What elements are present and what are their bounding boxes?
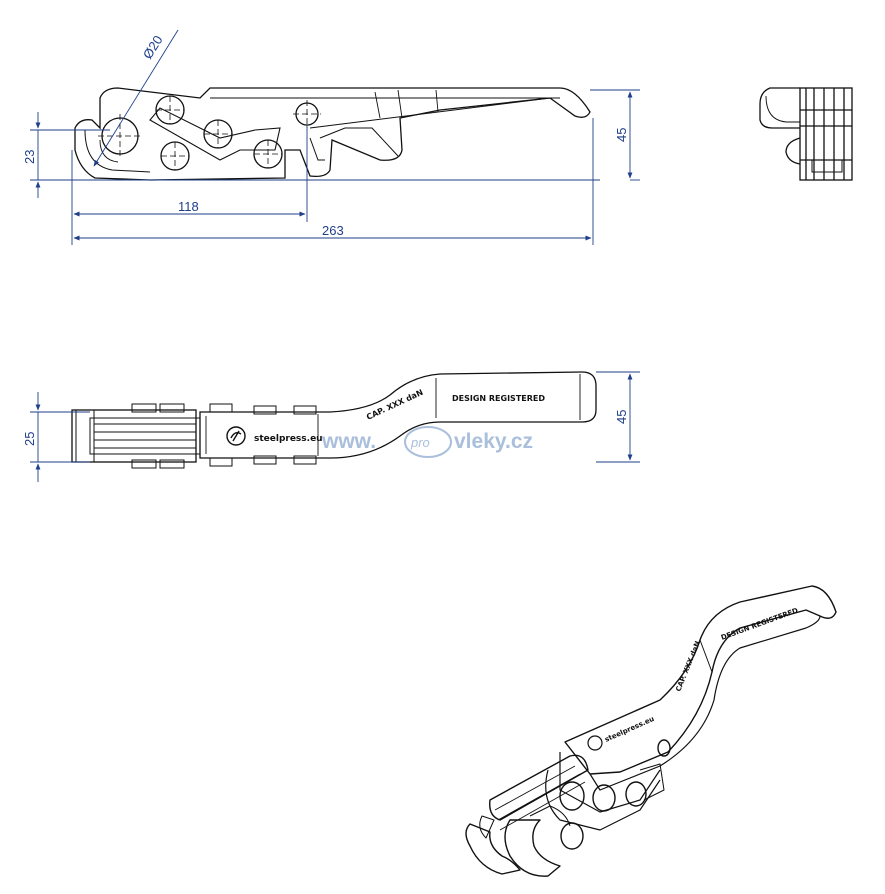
end-view xyxy=(759,87,853,181)
watermark-prefix: www. xyxy=(321,430,376,453)
plan-view-dimensions xyxy=(30,371,640,482)
center-lines xyxy=(98,96,321,170)
dim-width-25: 25 xyxy=(22,432,37,446)
dim-height-45: 45 xyxy=(614,128,629,142)
dim-width-45: 45 xyxy=(614,410,629,424)
watermark-pro: pro xyxy=(410,435,430,450)
watermark: www. pro vleky.cz xyxy=(321,426,533,458)
lever-body-outline xyxy=(74,87,591,181)
steelpress-logo xyxy=(226,426,246,446)
watermark-suffix: vleky.cz xyxy=(454,430,533,453)
iso-capacity-text: CAP. XXX daN xyxy=(674,640,702,693)
capacity-text: CAP. XXX daN xyxy=(365,388,424,422)
iso-hole xyxy=(625,781,647,807)
iso-logo xyxy=(587,735,603,751)
side-view xyxy=(74,87,591,181)
plan-view xyxy=(71,371,597,469)
isometric-view xyxy=(465,585,837,877)
dim-length-263: 263 xyxy=(322,223,344,238)
dim-length-118: 118 xyxy=(178,199,199,214)
iso-hole xyxy=(559,781,585,811)
iso-hole xyxy=(592,784,616,812)
design-text: DESIGN REGISTERED xyxy=(452,394,545,403)
dim-height-23: 23 xyxy=(22,150,37,164)
iso-design-text: DESIGN REGISTERED xyxy=(720,606,799,641)
side-view-dimensions xyxy=(30,29,640,245)
iso-brand-text: steelpress.eu xyxy=(604,715,656,744)
brand-text: steelpress.eu xyxy=(254,434,323,444)
iso-hole xyxy=(560,822,584,850)
dim-diameter: Ø20 xyxy=(140,33,166,62)
lever-plan-outline xyxy=(199,371,597,459)
iso-hole xyxy=(657,739,671,757)
